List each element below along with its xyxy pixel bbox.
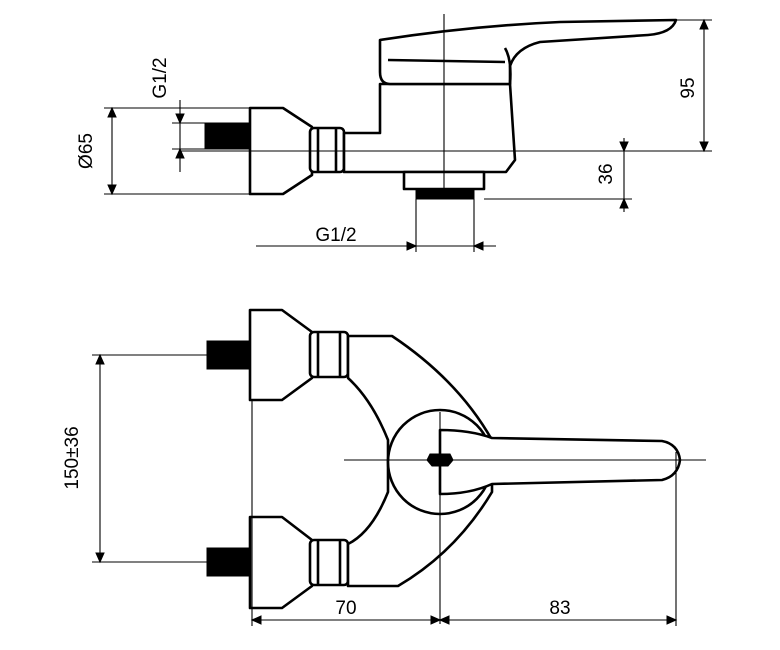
dim-centers: 150±36 [62, 353, 250, 564]
inlet-thread-stub [204, 122, 251, 150]
dim-diameter: Ø65 [76, 106, 250, 196]
dim-outlet-offset: 36 [484, 138, 632, 212]
dim-thread-bottom-label: G1/2 [315, 225, 356, 246]
dim-lever-reach-label: 83 [549, 598, 570, 619]
dim-outlet-offset-label: 36 [596, 163, 617, 184]
dim-centers-label: 150±36 [62, 426, 83, 489]
dim-spout-reach-label: 70 [335, 598, 356, 619]
lever-cap-line [387, 58, 506, 64]
side-view: Ø65 G1/2 95 36 [76, 14, 712, 252]
valve-body [342, 82, 517, 174]
dim-diameter-label: Ø65 [76, 133, 97, 169]
upper-nut [308, 330, 350, 379]
dim-height: 95 [520, 18, 712, 153]
dim-thread-bottom: G1/2 [256, 199, 496, 252]
dim-lever-reach: 83 [438, 452, 678, 626]
eccentric-nut [308, 126, 346, 174]
lever-handle [378, 18, 678, 86]
dim-thread-top-label: G1/2 [150, 57, 171, 98]
plan-lever [438, 428, 682, 496]
dim-spout-reach: 70 [250, 400, 442, 626]
outlet-thread [415, 188, 475, 200]
lower-nut [308, 538, 350, 587]
lower-flange [248, 515, 314, 610]
nut-facet [316, 129, 338, 171]
dim-thread-top: G1/2 [150, 57, 205, 172]
dim-height-label: 95 [678, 77, 699, 98]
plan-view: 150±36 70 83 [62, 308, 706, 626]
upper-flange [248, 308, 314, 402]
lever-curve [503, 47, 512, 85]
